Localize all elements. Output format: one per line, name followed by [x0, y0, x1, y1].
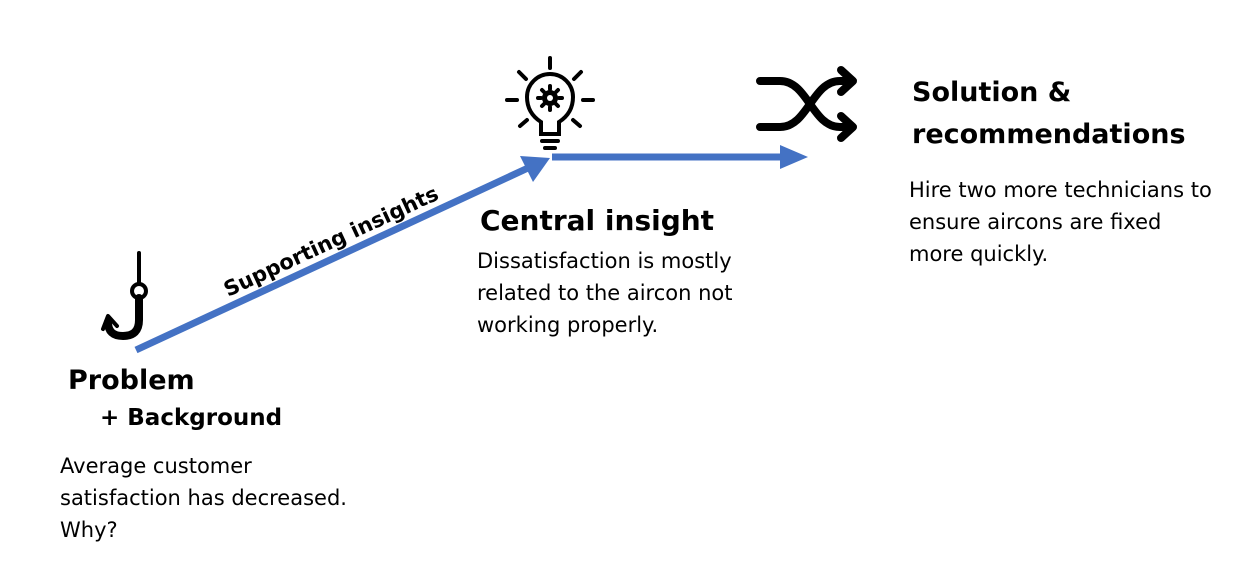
fish-hook-icon [101, 251, 148, 340]
solution-title: Solution & recommendations [912, 72, 1186, 156]
solution-arrow [552, 145, 808, 169]
supporting-insights-label: Supporting insights [220, 181, 442, 301]
solution-line: Hire two more technicians to [909, 178, 1212, 202]
solution-title-line: recommendations [912, 119, 1186, 150]
shuffle-arrows-icon [756, 66, 857, 142]
problem-line: satisfaction has decreased. [60, 486, 347, 510]
solution-line: ensure aircons are fixed [909, 210, 1162, 234]
central-insight-title: Central insight [480, 204, 715, 237]
central-line: working properly. [477, 313, 659, 337]
problem-title: Problem [68, 365, 195, 396]
solution-description: Hire two more technicians to ensure airc… [909, 174, 1212, 270]
central-line: Dissatisfaction is mostly [477, 249, 732, 273]
central-line: related to the aircon not [477, 281, 733, 305]
lightbulb-gear-icon [505, 56, 595, 150]
problem-subtitle: + Background [100, 405, 283, 431]
central-insight-description: Dissatisfaction is mostly related to the… [477, 245, 733, 341]
supporting-insights-arrow [134, 156, 550, 354]
problem-line: Why? [60, 518, 118, 542]
solution-title-line: Solution & [912, 77, 1072, 108]
problem-description: Average customer satisfaction has decrea… [60, 450, 347, 546]
problem-line: Average customer [60, 454, 252, 478]
solution-line: more quickly. [909, 242, 1049, 266]
